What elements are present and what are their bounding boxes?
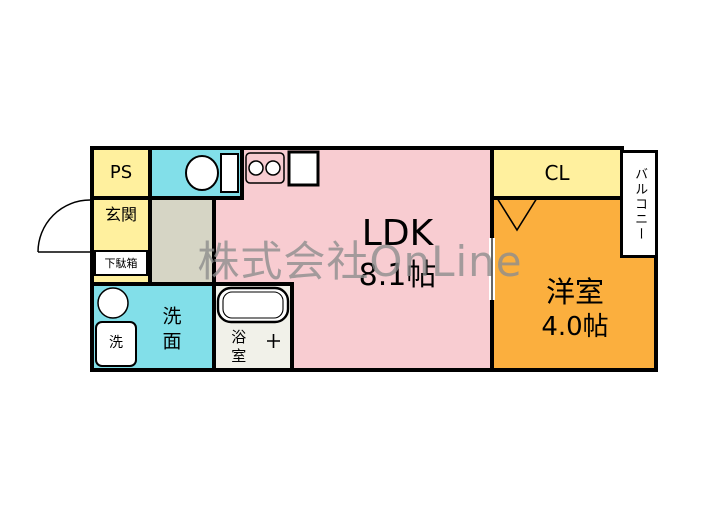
shoe-cabinet-label: 下駄箱 xyxy=(104,257,138,270)
room-balcony xyxy=(620,150,658,258)
shoe-cabinet-box: 下駄箱 xyxy=(94,250,148,276)
ldk-label: LDK xyxy=(361,213,434,254)
entrance-door-arc-icon xyxy=(37,199,91,253)
washroom-label: 洗面 xyxy=(159,306,182,356)
bathroom-label: 浴室 xyxy=(229,329,248,367)
room-bathroom xyxy=(212,282,294,372)
ldk-size-label: 8.1帖 xyxy=(358,258,437,293)
entrance-label: 玄関 xyxy=(104,205,137,225)
washing-machine-label: 洗 xyxy=(109,335,123,352)
western-room-label: 洋室 xyxy=(545,275,604,309)
room-hallway xyxy=(148,196,216,286)
closet-label: CL xyxy=(544,161,570,185)
ldk-label-block: LDK 8.1帖 xyxy=(310,212,485,296)
room-closet xyxy=(490,146,624,200)
watermark-text: 株式会社OnLine xyxy=(197,236,523,286)
western-room-label-block: 洋室 4.0帖 xyxy=(500,274,650,344)
room-toilet xyxy=(148,146,244,200)
western-room-size-label: 4.0帖 xyxy=(541,312,609,342)
balcony-label: バルコニー xyxy=(632,166,648,242)
ps-label: PS xyxy=(109,162,133,184)
